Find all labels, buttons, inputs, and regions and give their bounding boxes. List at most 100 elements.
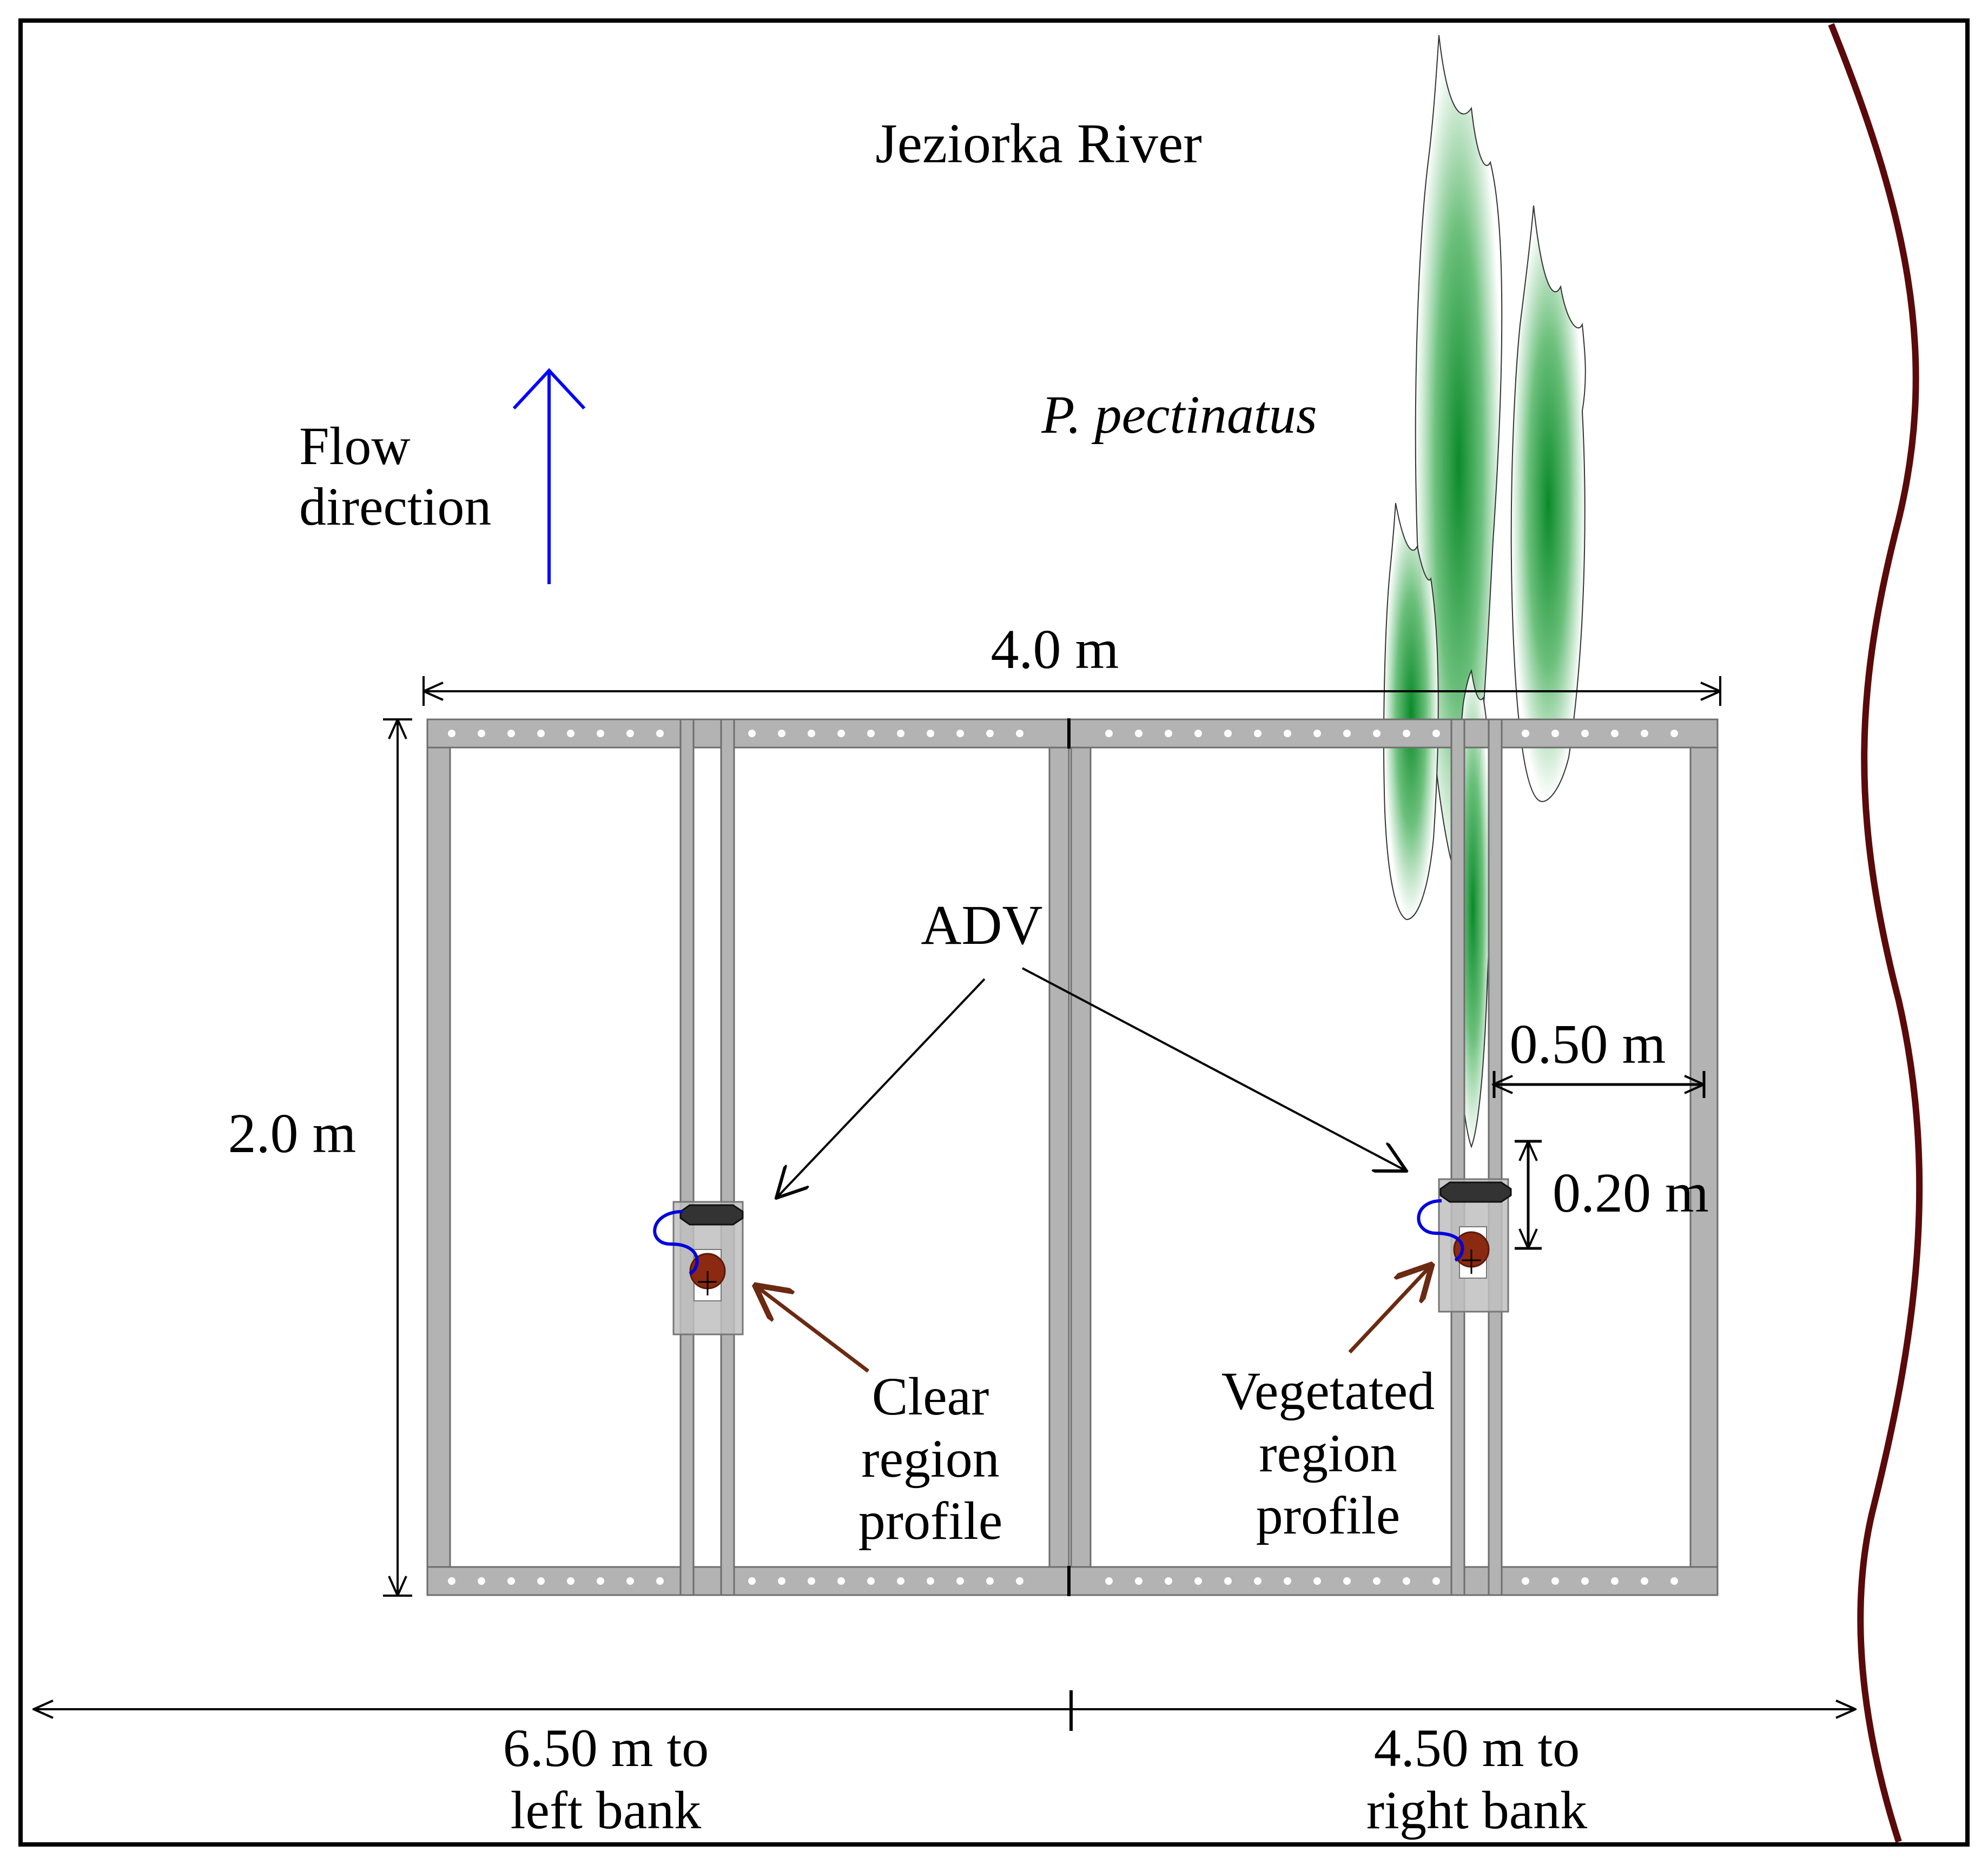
rivet [1165,730,1172,737]
height-dimension: 2.0 m [228,718,412,1597]
rivet [1105,730,1113,737]
vegetation-plants [1383,35,1586,1148]
plant-3 [1383,502,1439,921]
rivet [808,730,815,737]
rivet [1194,1577,1202,1585]
frame-post-6 [1450,718,1465,1596]
clear-profile-pointer [756,1286,870,1373]
rivet [1224,730,1232,737]
rivet [567,1577,574,1585]
rivet [567,730,574,737]
rivet [626,1577,634,1585]
frame-center-post-left [1048,746,1070,1568]
rivet [778,1577,785,1585]
rivet [897,1577,904,1585]
rivet [778,730,785,737]
rivet [1432,730,1440,737]
clear-profile-line-1: Clear [872,1366,989,1426]
frame-post-3 [720,718,735,1596]
rivet [1313,730,1321,737]
rivet [1016,1577,1023,1585]
rivet [1343,1577,1351,1585]
rivet [1284,1577,1291,1585]
rivet [537,730,545,737]
rivet [448,1577,455,1585]
rivet [837,730,845,737]
rivet [956,730,964,737]
flow-arrow-icon [512,368,586,584]
rivet [1670,1577,1678,1585]
rivet [1313,1577,1321,1585]
rivet [748,730,756,737]
offset-y-dimension: 0.20 m [1515,1140,1709,1250]
rivet [867,1577,875,1585]
rivet [597,1577,604,1585]
rivet [1403,730,1410,737]
rivet [1551,1577,1559,1585]
rivet [808,1577,815,1585]
rivet [867,730,875,737]
rivet [507,730,515,737]
rivet [1641,730,1648,737]
clear-profile-line-3: profile [858,1491,1003,1551]
rivet [1343,730,1351,737]
adv-label: ADV [921,894,1042,956]
rivet [478,730,485,737]
measurement-frame [426,718,1719,1596]
rivet [1551,730,1559,737]
vegetated-profile-line-1: Vegetated [1221,1361,1435,1421]
flow-label-line-1: Flow [299,416,411,476]
rivet [1194,730,1202,737]
left-bank-line-1: 6.50 m to [503,1718,709,1778]
height-label: 2.0 m [228,1102,356,1165]
rivet [1016,730,1023,737]
rivet [1611,1577,1619,1585]
vegetated-profile-line-2: region [1259,1423,1397,1483]
rivet [1641,1577,1648,1585]
rivet [448,730,455,737]
plant-2 [1510,205,1586,802]
rivet [1284,730,1291,737]
rivet [1670,730,1678,737]
rivet [1581,1577,1589,1585]
frame-post-7 [1488,718,1503,1596]
rivet [837,1577,845,1585]
frame-post-2 [679,718,695,1596]
rivet [1403,1577,1410,1585]
rivet [1254,730,1262,737]
rivet [986,1577,994,1585]
width-dimension: 4.0 m [422,618,1721,706]
adv-device-clear [653,1201,744,1335]
rivet [597,730,604,737]
rivet [1135,730,1142,737]
rivet [1432,1577,1440,1585]
adv-pointer-vegetated [1022,967,1406,1171]
rivet [956,1577,964,1585]
flow-direction: Flow direction [299,368,586,584]
vegetated-profile-label: Vegetated region profile [1221,1361,1435,1545]
rivet [986,730,994,737]
rivet [1165,1577,1172,1585]
clear-profile-line-2: region [861,1428,999,1489]
rivet [1373,1577,1381,1585]
right-bank-line-2: right bank [1366,1780,1587,1840]
rivet [626,730,634,737]
adv-device-vegetated [1417,1178,1512,1313]
offset-x-dimension: 0.50 m [1493,1013,1706,1098]
offset-y-label: 0.20 m [1553,1162,1709,1224]
figure-border [18,18,1970,1847]
frame-right-post [1689,746,1719,1568]
rivet [1224,1577,1232,1585]
width-label: 4.0 m [991,618,1119,680]
rivet [927,1577,934,1585]
rivet [656,730,664,737]
rivet [478,1577,485,1585]
vegetated-profile-line-3: profile [1256,1485,1401,1545]
rivet [1522,1577,1529,1585]
flow-label-line-2: direction [299,477,491,537]
rivet [1522,730,1529,737]
bank-distance-dimension: 6.50 m to left bank 4.50 m to right bank [34,1690,1855,1840]
rivet [897,730,904,737]
rivet [1105,1577,1113,1585]
